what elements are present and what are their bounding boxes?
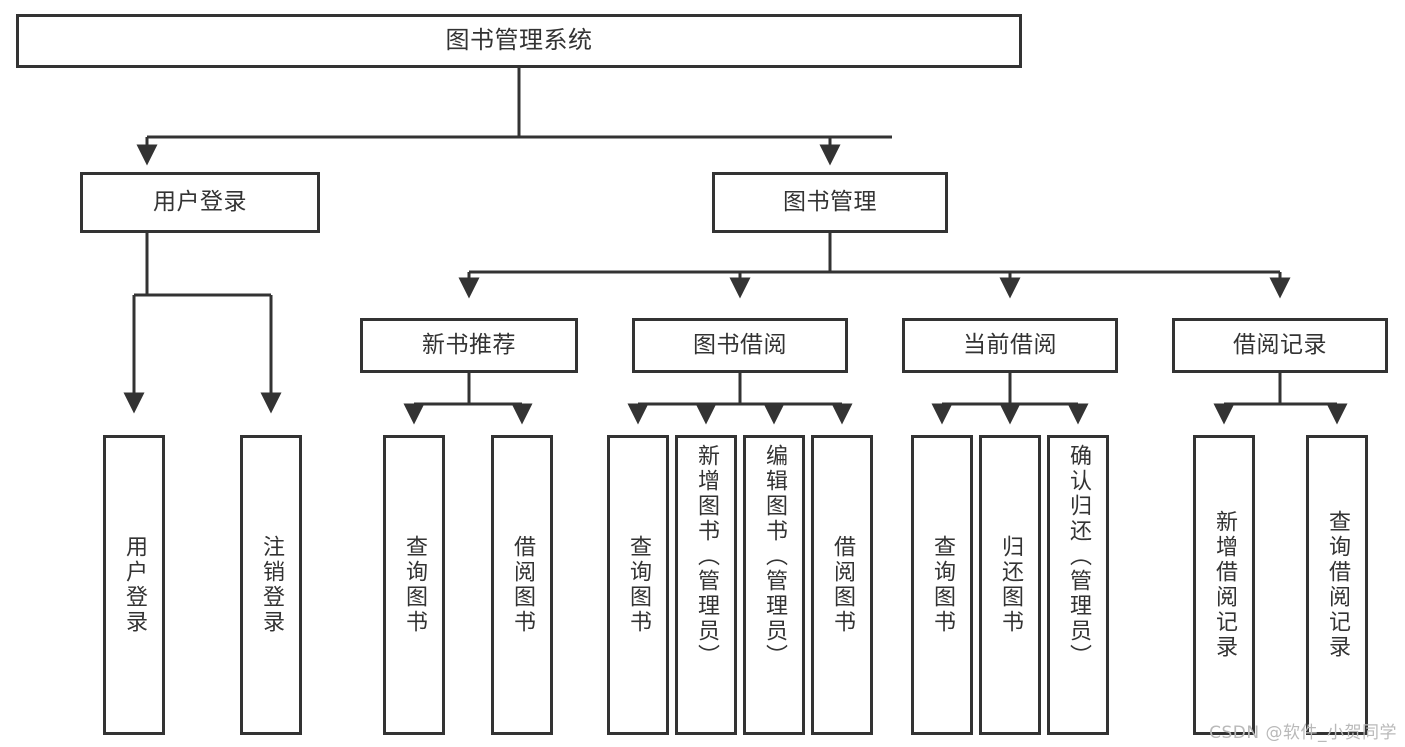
node-user-login[interactable]: 用户登录 — [80, 172, 320, 233]
leaf-user-login-logout[interactable]: 注销登录 — [240, 435, 302, 735]
node-label: 确认归还（管理员） — [1066, 444, 1091, 669]
node-label: 借阅记录 — [1233, 332, 1327, 359]
node-label: 用户登录 — [122, 535, 147, 635]
node-label: 新增图书（管理员） — [694, 444, 719, 669]
node-label: 图书管理 — [783, 189, 877, 216]
node-current-borrow[interactable]: 当前借阅 — [902, 318, 1118, 373]
node-label: 查询图书 — [930, 535, 955, 635]
leaf-book-borrow-edit[interactable]: 编辑图书（管理员） — [743, 435, 805, 735]
leaf-borrow-record-add[interactable]: 新增借阅记录 — [1193, 435, 1255, 735]
node-label: 新增借阅记录 — [1212, 510, 1237, 660]
node-label: 注销登录 — [259, 535, 284, 635]
leaf-book-borrow-add[interactable]: 新增图书（管理员） — [675, 435, 737, 735]
node-label: 查询借阅记录 — [1325, 510, 1350, 660]
node-label: 编辑图书（管理员） — [762, 444, 787, 669]
leaf-current-borrow-return[interactable]: 归还图书 — [979, 435, 1041, 735]
leaf-user-login-login[interactable]: 用户登录 — [103, 435, 165, 735]
leaf-book-borrow-query[interactable]: 查询图书 — [607, 435, 669, 735]
watermark: CSDN @软件_小贺同学 — [1209, 723, 1397, 743]
leaf-new-book-borrow[interactable]: 借阅图书 — [491, 435, 553, 735]
node-book-borrow[interactable]: 图书借阅 — [632, 318, 848, 373]
node-label: 查询图书 — [626, 535, 651, 635]
leaf-borrow-record-query[interactable]: 查询借阅记录 — [1306, 435, 1368, 735]
leaf-book-borrow-borrow[interactable]: 借阅图书 — [811, 435, 873, 735]
node-label: 当前借阅 — [963, 332, 1057, 359]
node-label: 借阅图书 — [510, 535, 535, 635]
node-label: 借阅图书 — [830, 535, 855, 635]
node-label: 新书推荐 — [422, 332, 516, 359]
node-label: 归还图书 — [998, 535, 1023, 635]
node-label: 图书管理系统 — [445, 26, 593, 55]
node-label: 用户登录 — [153, 189, 247, 216]
node-root-system[interactable]: 图书管理系统 — [16, 14, 1022, 68]
leaf-current-borrow-query[interactable]: 查询图书 — [911, 435, 973, 735]
node-label: 查询图书 — [402, 535, 427, 635]
leaf-current-borrow-confirm[interactable]: 确认归还（管理员） — [1047, 435, 1109, 735]
leaf-new-book-query[interactable]: 查询图书 — [383, 435, 445, 735]
node-label: 图书借阅 — [693, 332, 787, 359]
node-borrow-record[interactable]: 借阅记录 — [1172, 318, 1388, 373]
node-book-management[interactable]: 图书管理 — [712, 172, 948, 233]
node-new-book-recommend[interactable]: 新书推荐 — [360, 318, 578, 373]
